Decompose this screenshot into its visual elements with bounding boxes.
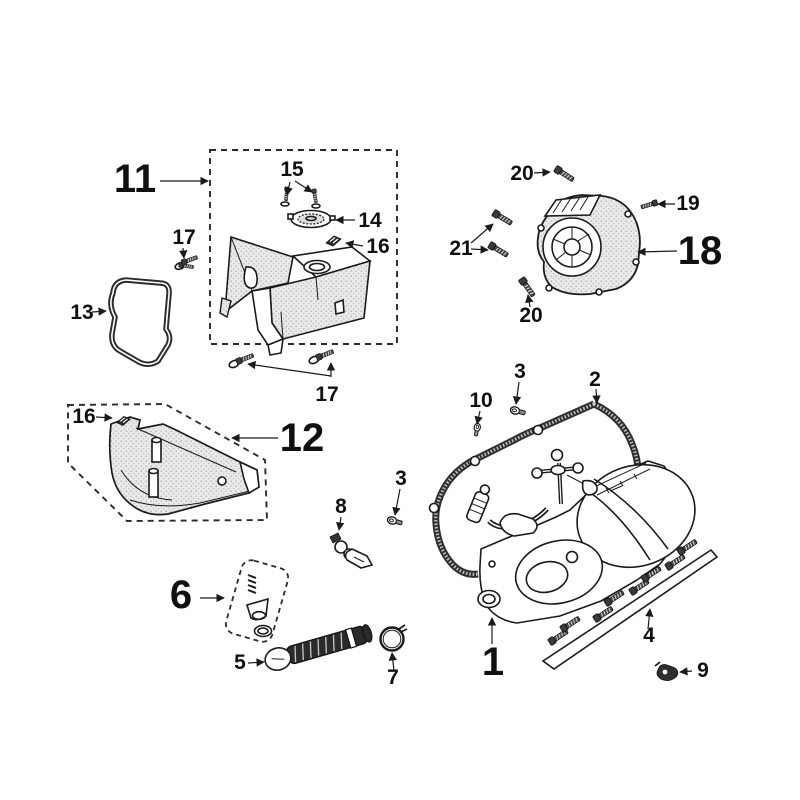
part-label-16a: 16: [366, 235, 389, 258]
tank-body-part: [251, 246, 372, 356]
breather-spring: [247, 574, 257, 594]
oil-sensor-cable: [466, 484, 549, 537]
part-label-6: 6: [170, 573, 192, 617]
oil-pump-lever: [531, 448, 598, 505]
leader-20b: [525, 294, 534, 308]
breather-funnel: [245, 597, 269, 621]
leader-8: [335, 516, 345, 531]
screw-pair-17-upper: [174, 254, 199, 271]
leader-17a: [179, 247, 188, 259]
leader-21b: [470, 245, 489, 254]
leader-13: [91, 307, 107, 316]
leader-10: [474, 410, 483, 425]
crankcase-cover-part-1: [466, 448, 696, 624]
screw-part-20-top: [553, 164, 576, 184]
part-label-21: 21: [449, 237, 473, 260]
part-label-15: 15: [280, 158, 304, 181]
flywheel-cover-part-18: [536, 194, 641, 296]
callout-box-12-group: [67, 403, 268, 522]
part-label-1: 1: [482, 640, 504, 684]
screw-part-19: [640, 199, 659, 211]
clip-part-9: [654, 661, 679, 681]
part-label-2: 2: [589, 368, 601, 391]
part-label-20a: 20: [510, 162, 533, 185]
leader-4: [645, 608, 654, 630]
breather-hose-part-5: [264, 624, 373, 671]
dashed-box-6: [224, 559, 290, 643]
part-label-11: 11: [114, 157, 156, 201]
leader-15a: [284, 181, 293, 196]
part-label-17a: 17: [172, 226, 195, 249]
leader-2: [592, 388, 601, 404]
part-label-14: 14: [358, 209, 382, 232]
leader-16b: [95, 413, 113, 422]
shroud-wing-part: [219, 235, 294, 319]
crankcase-gasket-part-2: [428, 400, 642, 578]
screw-part-15-right: [311, 188, 321, 209]
part-labels: 11 12 18 6 1 15 14 16 17 17 13 16 19 20 …: [70, 157, 722, 689]
hose-clamp-part-7: [379, 624, 408, 652]
bolt-rail: [541, 548, 719, 670]
part-label-3a: 3: [514, 360, 526, 383]
part-label-17b: 17: [315, 383, 338, 406]
part-label-3b: 3: [395, 467, 407, 490]
screw-pair-17-lower: [228, 348, 335, 369]
clip-part-16-upper: [325, 235, 342, 247]
leader-18: [637, 247, 678, 257]
part-label-19: 19: [676, 192, 699, 215]
screw-part-3-top: [508, 405, 527, 418]
leader-9: [679, 667, 693, 676]
part-label-5: 5: [234, 651, 246, 674]
part-label-12: 12: [280, 416, 325, 460]
leader-5: [247, 658, 265, 667]
callout-box-11-group: [209, 149, 398, 356]
screw-part-20-bottom: [517, 276, 537, 299]
part-label-10: 10: [469, 389, 492, 412]
screw-part-3-left: [385, 515, 404, 528]
leader-lines: [91, 168, 693, 676]
part-label-4: 4: [643, 624, 655, 647]
cover-part-in-box-12: [108, 416, 260, 516]
leader-15b: [294, 180, 313, 193]
part-label-8: 8: [335, 495, 347, 518]
breather-ring: [253, 624, 273, 638]
screw-part-15-left: [280, 186, 290, 207]
callout-box-6-group: [224, 559, 290, 643]
part-label-7: 7: [387, 666, 399, 689]
leader-7: [388, 652, 398, 672]
gasket-part-13: [108, 277, 173, 367]
part-label-18: 18: [678, 229, 723, 273]
part-label-20b: 20: [519, 304, 542, 327]
part-label-13: 13: [70, 301, 93, 324]
cable-guide-part-8: [329, 532, 374, 569]
screw-pair-part-21: [487, 208, 514, 259]
leader-16a: [345, 240, 364, 249]
leader-3a: [512, 381, 522, 405]
leader-3b: [392, 488, 401, 516]
screw-part-10: [472, 422, 482, 437]
leader-20a: [533, 168, 551, 177]
leader-21a: [470, 223, 494, 244]
dashed-box-11: [209, 149, 398, 345]
tank-cap-part-14: [287, 209, 336, 229]
part-label-16b: 16: [72, 405, 95, 428]
leader-17b-left: [247, 360, 332, 377]
part-label-9: 9: [697, 659, 709, 682]
